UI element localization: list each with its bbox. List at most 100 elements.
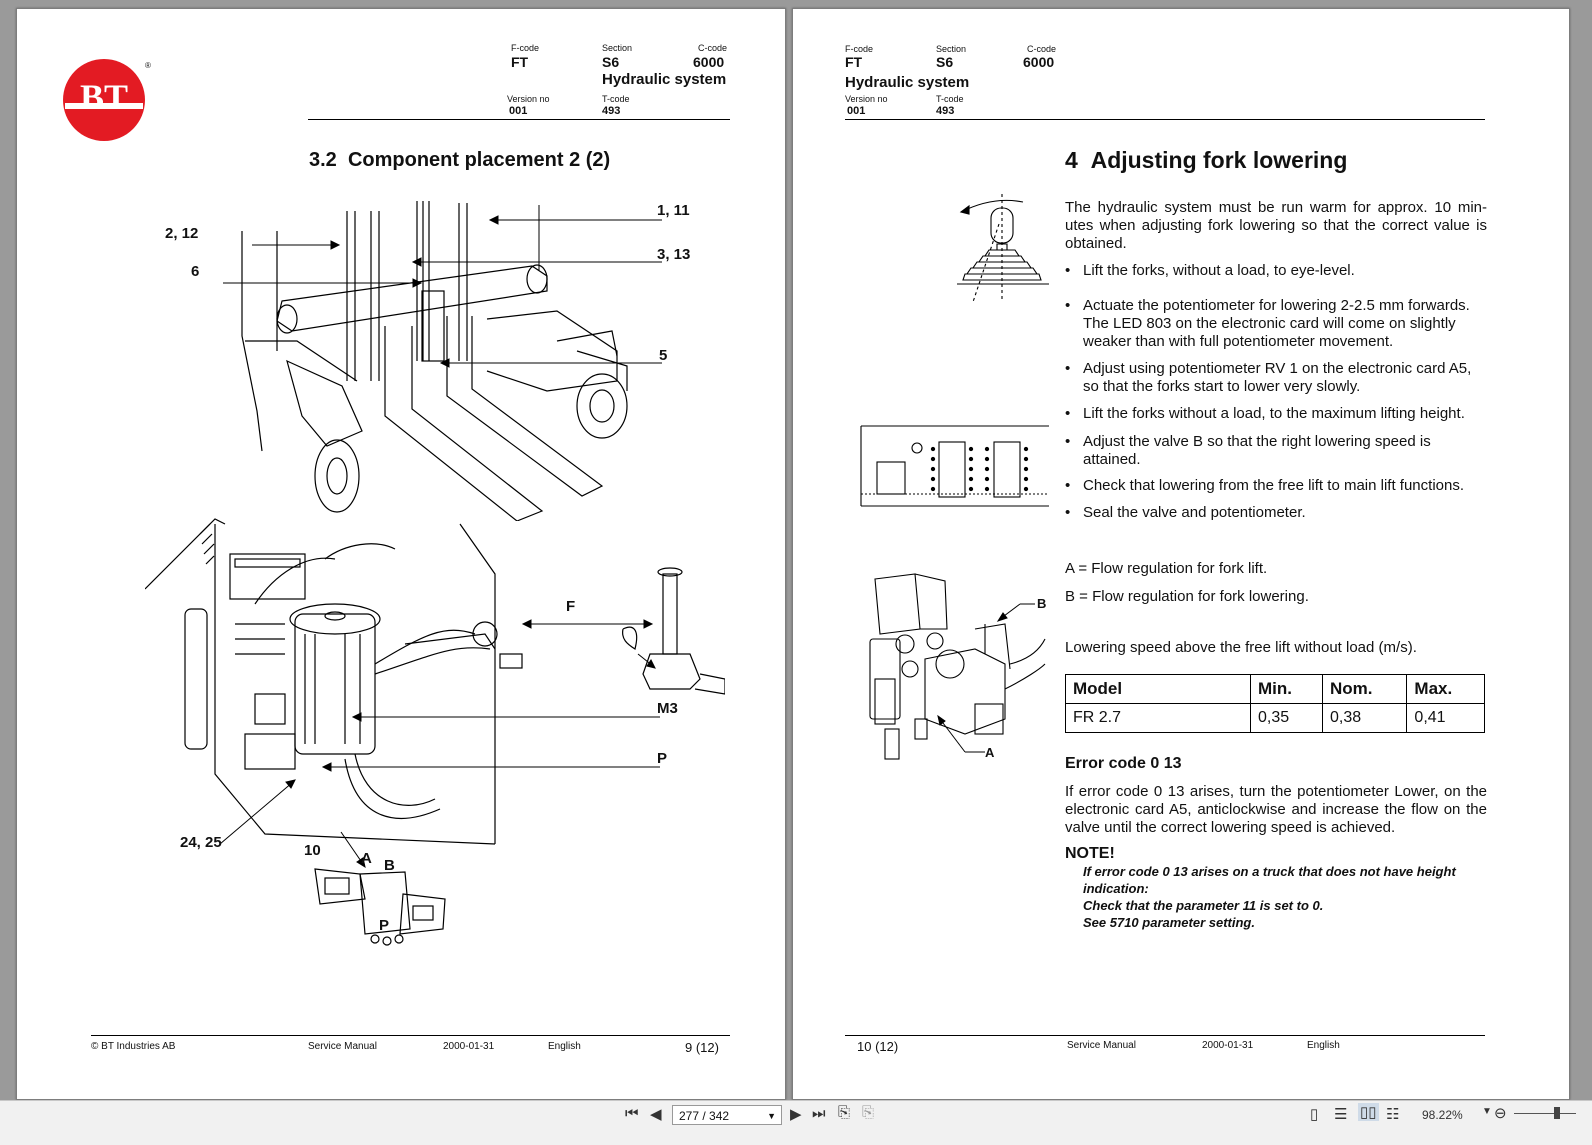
heading-number: 3.2 (309, 149, 337, 171)
table-cell: FR 2.7 (1065, 703, 1251, 733)
error-paragraph: If error code 0 13 arises, turn the pote… (1065, 783, 1487, 836)
page-number-input[interactable]: 277 / 342▼ (672, 1105, 782, 1125)
header-title: Hydraulic system (602, 71, 727, 88)
bullet-item: •Seal the valve and potentiometer. (1065, 504, 1306, 521)
truck-forks-illustration (223, 201, 662, 521)
logo-text: BT (80, 77, 128, 117)
last-page-icon[interactable]: ⏭ (812, 1105, 826, 1122)
callout-6: 6 (191, 263, 200, 280)
electronic-card-illustration (860, 425, 1049, 507)
footer-date: 2000-01-31 (443, 1041, 495, 1052)
speed-caption: Lowering speed above the free lift witho… (1065, 639, 1417, 656)
footer-copyright: © BT Industries AB (91, 1041, 176, 1052)
zoom-dropdown-icon[interactable]: ▼ (1482, 1106, 1492, 1117)
bullet-item: •Adjust the valve B so that the right lo… (1065, 433, 1431, 468)
callout-valve-10: 10 (304, 842, 321, 859)
heading-text: Component placement 2 (2) (347, 149, 611, 171)
callout-valve-A: A (361, 850, 372, 867)
heading-text: Adjusting fork lowering (1090, 147, 1348, 173)
table-cell: 0,41 (1406, 703, 1485, 733)
footer-date: 2000-01-31 (1202, 1040, 1254, 1051)
bullet-text: Actuate the potentiometer for lowering 2… (1083, 297, 1470, 350)
bullet-text: Seal the valve and potentiometer. (1083, 504, 1306, 521)
diagram-label-A: A (985, 745, 995, 760)
section-heading: 3.2 Component placement 2 (2) (309, 149, 610, 172)
tcode-label: T-code (602, 94, 630, 104)
footer-rule (91, 1035, 730, 1036)
note-line: If error code 0 13 arises on a truck tha… (1083, 864, 1456, 879)
bullet-item: •Lift the forks, without a load, to eye-… (1065, 262, 1355, 279)
version-label: Version no (507, 94, 550, 104)
section-label: Section (602, 43, 633, 53)
footer-doc: Service Manual (308, 1041, 377, 1052)
callout-24-25: 24, 25 (180, 834, 222, 851)
table-header: Nom. (1321, 674, 1408, 704)
right-document-page: F-code FT Section S6 C-code 6000 Hydraul… (792, 8, 1570, 1100)
zoom-out-icon[interactable]: ⊖ (1494, 1105, 1507, 1122)
footer-page: 10 (12) (857, 1039, 899, 1054)
registered-mark: ® (145, 61, 151, 70)
continuous-icon[interactable]: ☰ (1334, 1106, 1348, 1123)
zoom-slider-handle[interactable] (1554, 1107, 1560, 1119)
callout-F: F (566, 598, 576, 615)
rotate-icon[interactable]: ⎘ (838, 1104, 851, 1121)
prev-page-icon[interactable]: ◀ (650, 1106, 662, 1123)
fcode-value: FT (511, 54, 529, 70)
version-label: Version no (845, 94, 888, 104)
footer-rule (845, 1035, 1485, 1036)
heading-number: 4 (1065, 147, 1078, 173)
header-rule (845, 119, 1485, 120)
first-page-icon[interactable]: ⏮ (625, 1105, 639, 1122)
chevron-down-icon[interactable]: ▼ (767, 1111, 776, 1121)
version-value: 001 (847, 105, 866, 117)
rotate-alt-icon[interactable]: ⎘ (862, 1104, 875, 1121)
tcode-label: T-code (936, 94, 964, 104)
tcode-value: 493 (936, 105, 955, 117)
bullet-item: •Adjust using potentiometer RV 1 on the … (1065, 360, 1472, 395)
ccode-label: C-code (698, 43, 728, 53)
ccode-label: C-code (1027, 44, 1057, 54)
note-heading: NOTE! (1065, 845, 1115, 862)
callout-3-13: 3, 13 (657, 246, 691, 263)
fcode-value: FT (845, 54, 863, 70)
bullet-text: Check that lowering from the free lift t… (1083, 477, 1464, 494)
joystick-illustration (957, 194, 1049, 303)
table-row: FR 2.7 0,35 0,38 0,41 (1065, 703, 1485, 733)
callout-P: P (657, 750, 668, 767)
bullet-text: Adjust the valve B so that the right low… (1083, 433, 1431, 468)
fcode-label: F-code (845, 44, 874, 54)
ccode-value: 6000 (693, 54, 725, 70)
legend-b: B = Flow regulation for fork lowering. (1065, 588, 1309, 605)
legend-a: A = Flow regulation for fork lift. (1065, 560, 1268, 577)
bullet-item: •Actuate the potentiometer for lowering … (1065, 297, 1470, 350)
two-page-continuous-icon[interactable]: ☷ (1386, 1106, 1400, 1123)
bt-logo: BT (61, 57, 147, 143)
section-value: S6 (602, 54, 620, 70)
next-page-icon[interactable]: ▶ (790, 1106, 802, 1123)
header-rule (308, 119, 730, 120)
footer-lang: English (1307, 1040, 1340, 1051)
diagram-label-B: B (1037, 596, 1047, 611)
callout-valve-P: P (379, 917, 390, 934)
viewer-toolbar: ⏮ ◀ 277 / 342▼ ▶ ⏭ ⎘ ⎘ ▯ ☰ ▯▯ ☷ 98.22% ▼… (0, 1100, 1592, 1145)
zoom-slider[interactable] (1514, 1113, 1576, 1114)
table-cell: 0,38 (1321, 703, 1408, 733)
note-line: See 5710 parameter setting. (1083, 915, 1255, 930)
section-label: Section (936, 44, 967, 54)
single-page-icon[interactable]: ▯ (1310, 1106, 1319, 1123)
callout-5: 5 (659, 347, 668, 364)
callout-2-12: 2, 12 (165, 225, 199, 242)
two-page-icon[interactable]: ▯▯ (1358, 1103, 1379, 1121)
footer-doc: Service Manual (1067, 1040, 1136, 1051)
table-header: Max. (1406, 674, 1485, 704)
section-heading: 4 Adjusting fork lowering (1065, 147, 1347, 174)
intro-paragraph: The hydraulic system must be run warm fo… (1065, 199, 1487, 252)
bullet-text: Lift the forks without a load, to the ma… (1083, 405, 1465, 422)
left-document-page: BT ® F-code FT Section S6 C-code 6000 Hy… (16, 8, 786, 1100)
note-line: indication: (1083, 881, 1149, 896)
section-value: S6 (936, 54, 954, 70)
bullet-item: •Lift the forks without a load, to the m… (1065, 405, 1465, 422)
note-line: Check that the parameter 11 is set to 0. (1083, 898, 1324, 913)
table-header: Min. (1250, 674, 1323, 704)
zoom-level[interactable]: 98.22% (1422, 1108, 1463, 1122)
